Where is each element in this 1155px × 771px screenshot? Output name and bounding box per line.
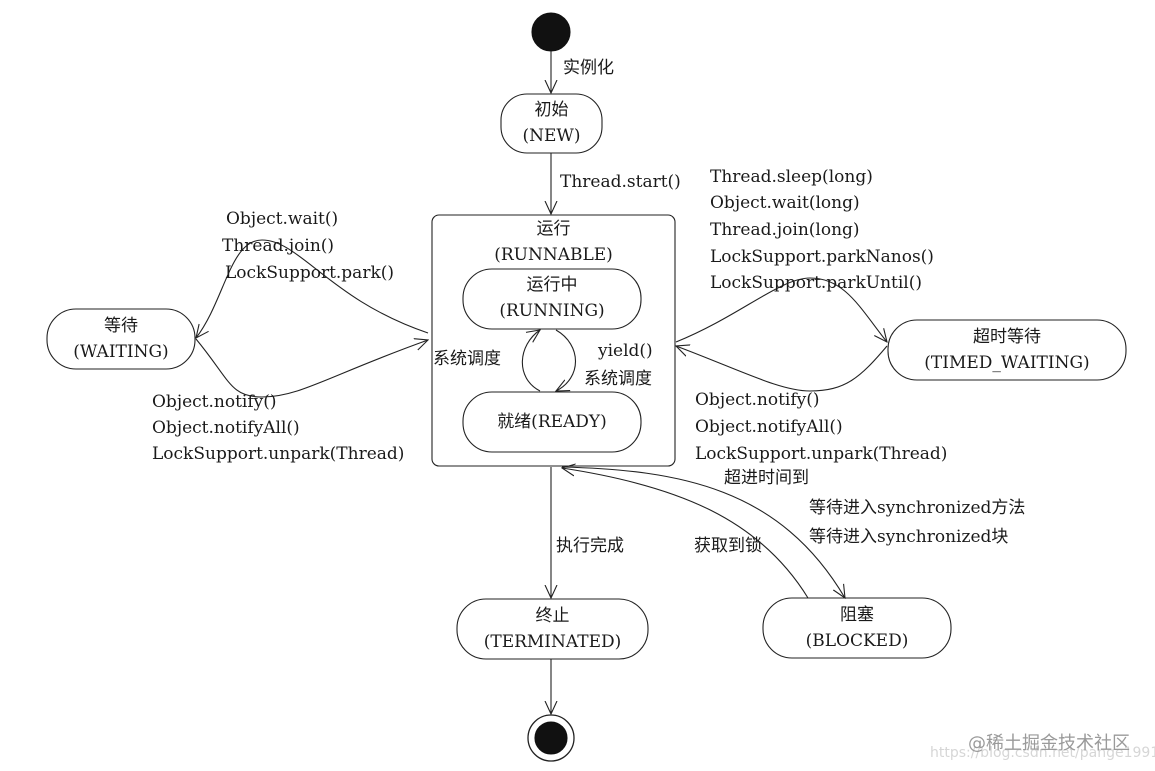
- label-to-waiting-2: Thread.join(): [222, 236, 335, 256]
- state-ready-name: 就绪(READY): [497, 412, 607, 432]
- label-to-timed-2: Object.wait(long): [710, 193, 860, 213]
- state-blocked: 阻塞 (BLOCKED): [763, 602, 951, 654]
- state-ready-box: [462, 391, 642, 453]
- state-terminated-name: 终止: [535, 606, 570, 626]
- state-new-name: 初始: [534, 100, 569, 120]
- arrow-runnable-to-waiting: [196, 239, 429, 338]
- label-acquire-lock: 获取到锁: [694, 536, 762, 556]
- label-yield: yield(): [598, 341, 653, 361]
- watermark-site: @稀土掘金技术社区: [968, 733, 1130, 754]
- label-to-timed-1: Thread.sleep(long): [710, 167, 873, 187]
- label-instantiate: 实例化: [563, 58, 614, 78]
- watermark-url: https://blog.csdn.net/pange1991: [930, 745, 1155, 761]
- state-waiting: 等待 (WAITING): [47, 313, 195, 365]
- state-running-name: 运行中: [526, 275, 578, 295]
- arrow-waiting-to-runnable: [195, 339, 428, 398]
- state-waiting-name: 等待: [104, 316, 138, 336]
- label-to-timed-5: LockSupport.parkUntil(): [710, 273, 922, 293]
- arrow-ready-to-running: [521, 330, 540, 392]
- state-runnable-name: 运行: [536, 219, 571, 239]
- state-runnable-code: (RUNNABLE): [494, 245, 613, 265]
- arrow-blocked-to-runnable: [562, 468, 809, 599]
- label-from-timed-1: Object.notify(): [695, 390, 820, 410]
- state-runnable: 运行 (RUNNABLE): [432, 216, 675, 268]
- state-running-box: [462, 268, 642, 330]
- state-terminated: 终止 (TERMINATED): [457, 603, 648, 655]
- state-ready: 就绪(READY): [463, 409, 641, 435]
- state-new-code: (NEW): [522, 126, 581, 146]
- arrow-runnable-to-blocked: [561, 466, 845, 598]
- label-from-waiting-3: LockSupport.unpark(Thread): [152, 444, 405, 464]
- initial-node: [531, 12, 571, 52]
- label-to-timed-4: LockSupport.parkNanos(): [710, 247, 934, 267]
- state-blocked-name: 阻塞: [840, 605, 874, 625]
- state-timed-waiting: 超时等待 (TIMED_WAITING): [888, 324, 1126, 376]
- label-to-timed-3: Thread.join(long): [710, 220, 860, 240]
- state-timed-waiting-name: 超时等待: [973, 327, 1041, 347]
- state-waiting-box: [46, 308, 196, 370]
- label-finish: 执行完成: [556, 536, 624, 556]
- state-blocked-box: [762, 597, 952, 659]
- state-new: 初始 (NEW): [501, 97, 602, 149]
- state-blocked-code: (BLOCKED): [805, 631, 909, 651]
- label-from-timed-2: Object.notifyAll(): [695, 417, 843, 437]
- final-node-core: [534, 721, 568, 755]
- state-terminated-box: [456, 598, 649, 660]
- label-to-blocked-2: 等待进入synchronized块: [809, 527, 1009, 547]
- label-scheduler-right: 系统调度: [584, 369, 652, 389]
- label-to-waiting-1: Object.wait(): [226, 209, 339, 229]
- label-from-waiting-2: Object.notifyAll(): [152, 418, 300, 438]
- label-thread-start: Thread.start(): [560, 172, 681, 192]
- label-from-timed-3: LockSupport.unpark(Thread): [695, 444, 948, 464]
- label-from-timed-4: 超进时间到: [724, 468, 809, 488]
- state-running-code: (RUNNING): [499, 301, 605, 321]
- state-running: 运行中 (RUNNING): [463, 272, 641, 324]
- label-from-waiting-1: Object.notify(): [152, 392, 277, 412]
- label-to-blocked-1: 等待进入synchronized方法: [809, 498, 1026, 518]
- arrow-runnable-to-timed-waiting: [675, 277, 887, 342]
- label-to-waiting-3: LockSupport.park(): [225, 263, 395, 283]
- label-scheduler-left: 系统调度: [433, 349, 501, 369]
- arrow-running-to-ready: [556, 329, 577, 391]
- state-waiting-code: (WAITING): [73, 342, 169, 362]
- state-runnable-box: [431, 214, 676, 467]
- state-terminated-code: (TERMINATED): [483, 632, 622, 652]
- state-timed-waiting-code: (TIMED_WAITING): [924, 353, 1090, 373]
- state-timed-waiting-box: [887, 319, 1127, 381]
- arrow-timed-waiting-to-runnable: [676, 346, 888, 392]
